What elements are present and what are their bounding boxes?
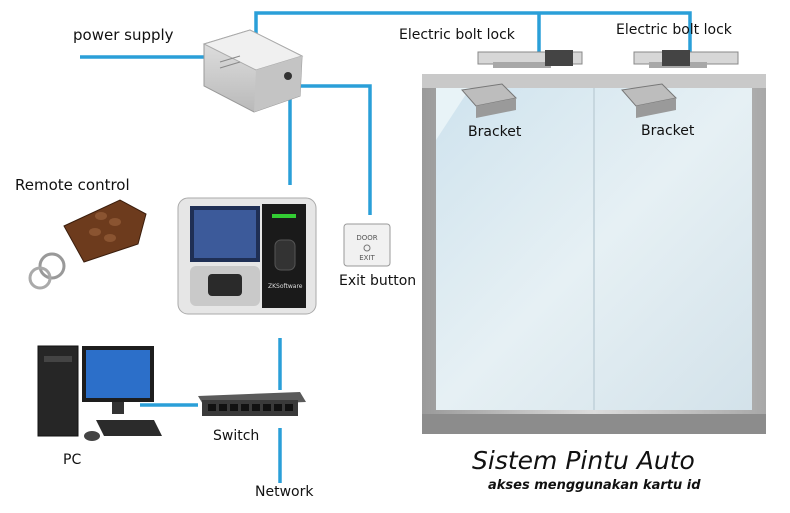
glass-reflection	[436, 88, 470, 140]
svg-text:DOOR: DOOR	[356, 234, 377, 242]
bolt-lock-1	[477, 50, 583, 68]
exit-button-device: DOOR EXIT	[343, 223, 391, 267]
network-switch-device	[198, 392, 306, 416]
bolt-lock-2	[633, 50, 739, 68]
biometric-terminal: ZKSoftware	[177, 197, 317, 315]
exit-button-label: Exit button	[339, 273, 417, 289]
network-label: Network	[255, 484, 314, 500]
wiring	[80, 11, 692, 483]
door-top-rail	[422, 74, 766, 88]
svg-text:ZKSoftware: ZKSoftware	[268, 283, 303, 290]
pc-label: PC	[63, 452, 82, 468]
diagram-title: Sistem Pintu Auto	[472, 446, 695, 475]
diagram-subtitle: akses menggunakan kartu id	[488, 478, 701, 493]
bracket-1	[461, 83, 518, 118]
remote-control-label: Remote control	[15, 176, 130, 194]
bracket-label-1: Bracket	[468, 124, 522, 140]
door-floor-rail	[422, 414, 766, 434]
electric-bolt-lock-label-1: Electric bolt lock	[399, 27, 515, 43]
bracket-label-2: Bracket	[641, 123, 695, 139]
electric-bolt-lock-label-2: Electric bolt lock	[616, 22, 732, 38]
bracket-2	[621, 83, 678, 118]
svg-text:EXIT: EXIT	[359, 254, 375, 262]
switch-label: Switch	[213, 428, 260, 444]
power-supply-label: power supply	[73, 26, 174, 44]
wire-to-locks	[254, 11, 692, 52]
remote-control-device	[28, 199, 147, 290]
glass-door	[422, 74, 766, 434]
power-supply-unit	[202, 29, 304, 113]
wire-to-exit-button	[300, 84, 372, 215]
pc-workstation	[37, 345, 162, 441]
